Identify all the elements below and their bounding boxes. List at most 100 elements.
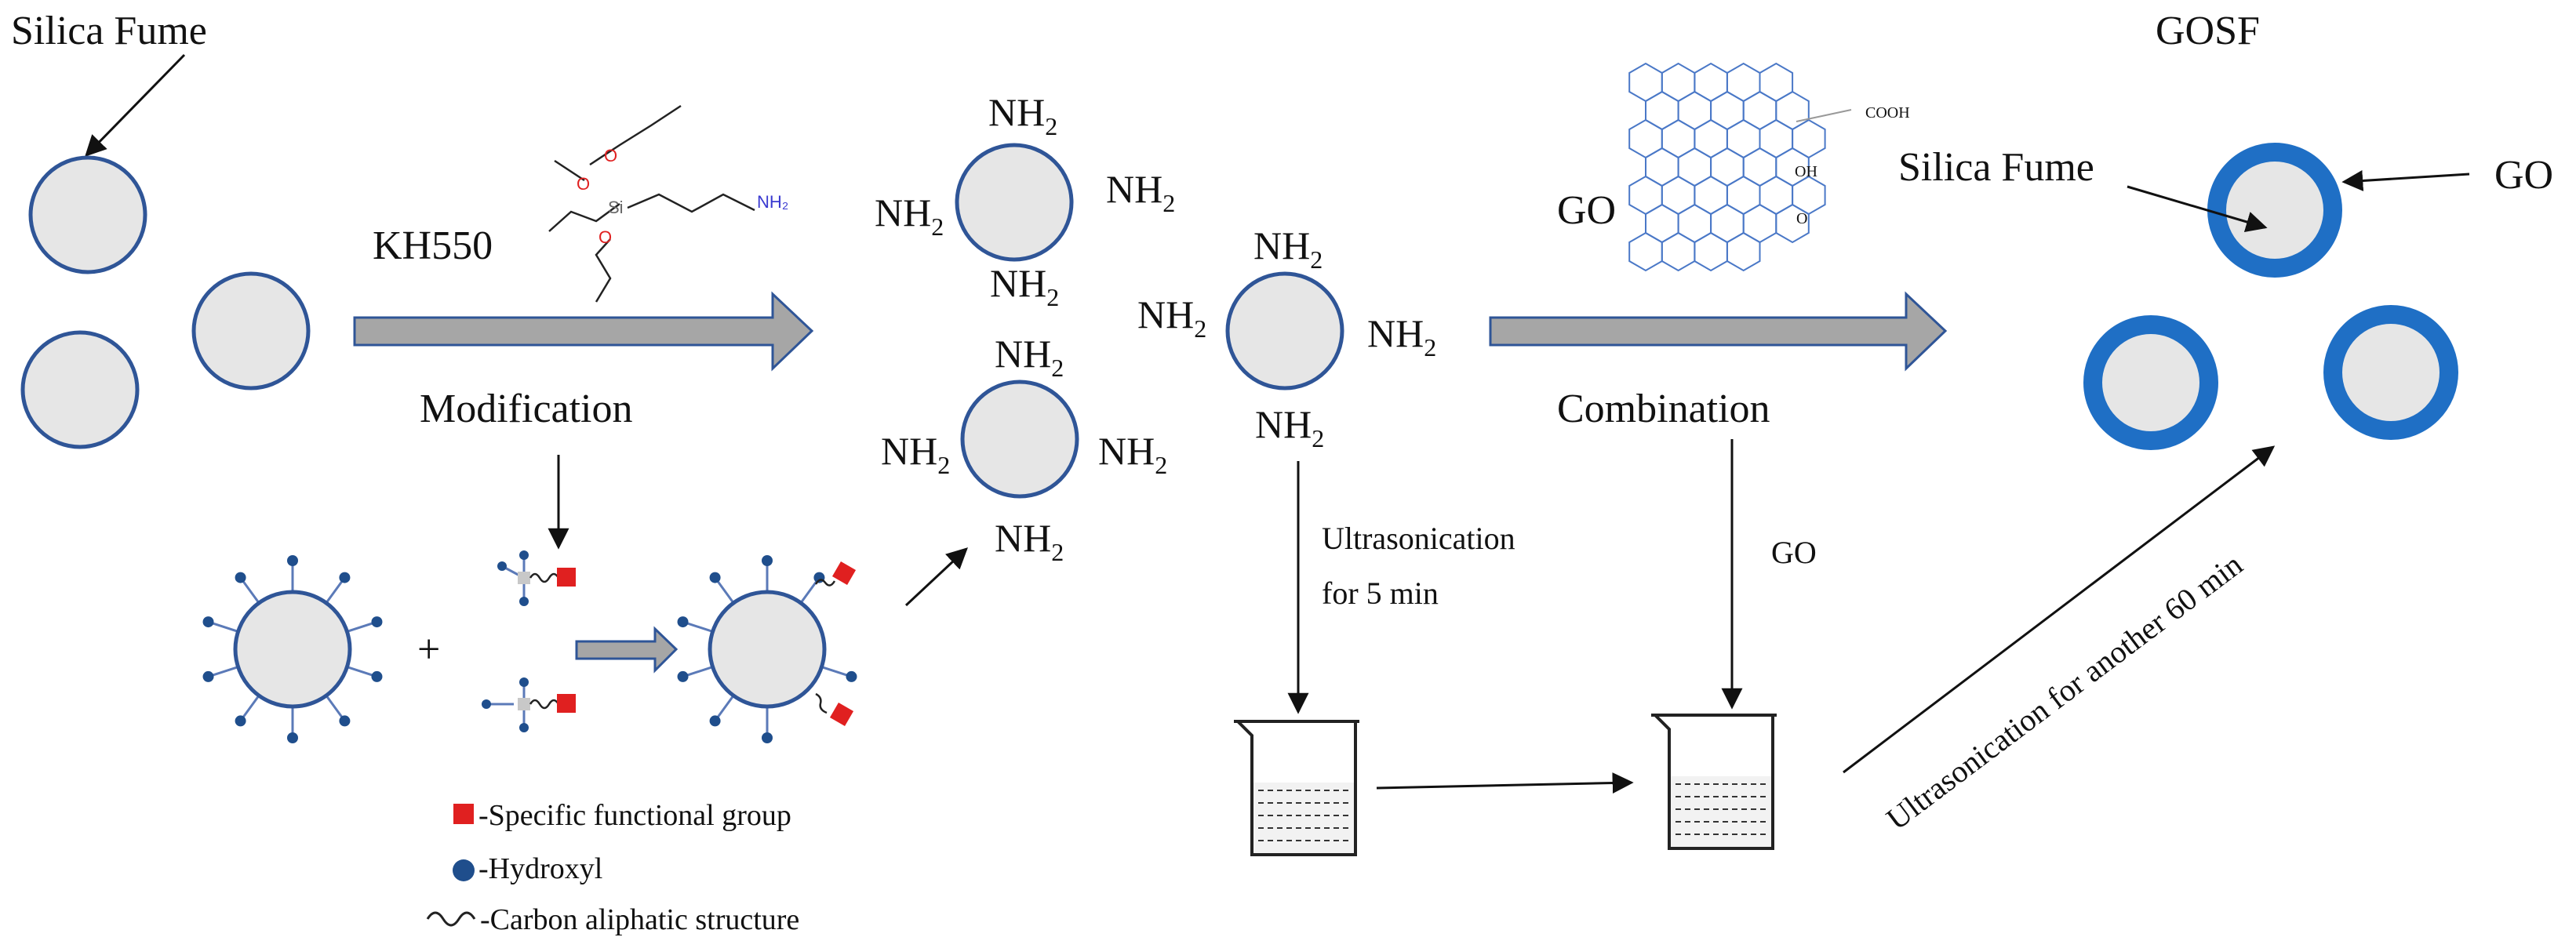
go-hexagon xyxy=(1628,231,1663,272)
hydroxyl-dot xyxy=(371,616,383,628)
go-hexagon xyxy=(1742,203,1777,244)
go-hexagon xyxy=(1775,90,1810,131)
particle-core xyxy=(708,590,827,709)
ultrasonication-5min-line2: for 5 min xyxy=(1322,576,1439,611)
epoxy-o-label: O xyxy=(1796,210,1807,227)
go-hexagon xyxy=(1742,90,1777,131)
silica-core-pointer-arrow xyxy=(2127,185,2268,233)
beaker-1 xyxy=(1234,720,1359,856)
go-hexagon xyxy=(1645,147,1679,187)
go-hexagon xyxy=(1661,62,1696,103)
go-hexagon xyxy=(1645,203,1679,244)
go-hexagon xyxy=(1710,203,1745,244)
modification-block-arrow xyxy=(353,291,814,372)
go-shell-label: GO xyxy=(2494,153,2553,198)
gosf-particle-3 xyxy=(2323,305,2458,440)
legend-functional-group-text: -Specific functional group xyxy=(478,799,791,832)
ultrasonication-60min-label: Ultrasonication for another 60 min xyxy=(1879,547,2249,837)
go-addition-label: GO xyxy=(1771,535,1817,570)
beaker-2 xyxy=(1651,714,1777,850)
go-hexagon xyxy=(1677,147,1712,187)
cooh-bond xyxy=(1796,109,1852,122)
hydroxyl-dot xyxy=(762,732,773,743)
silica-particle-3 xyxy=(20,330,140,449)
hydroxyl-dot xyxy=(709,715,721,727)
ultrasonication-60min-arrow xyxy=(1843,445,2276,774)
nh2-label-7: NH2 xyxy=(1367,311,1436,361)
nh2-label-10: NH2 xyxy=(881,429,950,479)
hydroxyl-dot xyxy=(235,572,246,583)
nh2-label-1: NH2 xyxy=(988,90,1057,140)
go-hexagon xyxy=(1628,118,1663,159)
hydroxyl-dot xyxy=(287,732,298,743)
go-hexagon xyxy=(1661,118,1696,159)
hydroxyl-dot xyxy=(235,715,246,727)
nh2-label-5: NH2 xyxy=(1253,223,1323,274)
reaction-small-block-arrow xyxy=(575,626,679,674)
gosf-particle-2 xyxy=(2083,315,2218,450)
go-hexagon xyxy=(1726,175,1761,216)
go-hexagon xyxy=(1694,118,1728,159)
legend-hydroxyl-text: -Hydroxyl xyxy=(478,852,602,885)
modified-particle xyxy=(677,555,857,743)
hydroxyl-dot xyxy=(846,670,857,682)
silica-particle-2 xyxy=(191,271,311,390)
legend-aliphatic-text: -Carbon aliphatic structure xyxy=(480,903,799,936)
legend-wave-marker xyxy=(426,911,476,927)
amine-particle-2 xyxy=(960,380,1079,499)
go-shell-pointer-arrow xyxy=(2341,170,2470,191)
nh2-label-12: NH2 xyxy=(995,516,1064,566)
go-hexagon xyxy=(1694,175,1728,216)
go-hexagon xyxy=(1742,147,1777,187)
go-hexagon xyxy=(1661,231,1696,272)
gosf-particle-1 xyxy=(2207,143,2342,278)
kh550-molecule xyxy=(548,104,755,303)
go-hexagon xyxy=(1645,90,1679,131)
go-hexagon xyxy=(1759,118,1794,159)
cooh-label: COOH xyxy=(1865,104,1910,122)
ultrasonication-5min-line1: Ultrasonication xyxy=(1322,521,1515,556)
nh2-label-11: NH2 xyxy=(1098,429,1167,479)
legend-hydroxyl-marker xyxy=(453,859,475,881)
oh-label: OH xyxy=(1795,163,1817,180)
hydroxyl-dot xyxy=(677,616,689,628)
go-hexagon xyxy=(1775,203,1810,244)
go-hexagon xyxy=(1759,175,1794,216)
silane-molecule-bottom xyxy=(482,677,576,732)
hydroxyl-dot xyxy=(762,555,773,566)
go-hexagon xyxy=(1710,90,1745,131)
kh550-oxygen-1: O xyxy=(577,174,590,194)
go-hexagon xyxy=(1759,62,1794,103)
go-hexagon xyxy=(1628,175,1663,216)
go-hexagon xyxy=(1726,62,1761,103)
silica-fume-label: Silica Fume xyxy=(11,9,207,53)
hydroxylated-particle xyxy=(202,555,383,743)
go-hexagon xyxy=(1726,231,1761,272)
kh550-amine: NH₂ xyxy=(757,192,788,212)
nh2-label-9: NH2 xyxy=(995,332,1064,382)
combination-block-arrow xyxy=(1489,291,1948,372)
kh550-label: KH550 xyxy=(373,223,493,268)
hydroxyl-dot xyxy=(287,555,298,566)
grafted-group-bottom xyxy=(815,692,854,727)
particle-core xyxy=(233,590,352,709)
nh2-label-6: NH2 xyxy=(1137,292,1206,343)
combination-label: Combination xyxy=(1557,387,1770,431)
hydroxyl-dot xyxy=(339,715,351,727)
silica-fume-core-label: Silica Fume xyxy=(1898,145,2094,190)
silica-fume-pointer-arrow xyxy=(85,53,186,157)
kh550-silicon: Si xyxy=(608,198,624,217)
modification-label: Modification xyxy=(420,387,633,431)
kh550-oxygen-3: O xyxy=(599,227,612,247)
nh2-label-3: NH2 xyxy=(1106,167,1175,217)
amine-particle-1 xyxy=(955,143,1074,262)
go-hexagon xyxy=(1792,175,1826,216)
go-sheet-honeycomb xyxy=(1628,62,1826,272)
go-hexagon xyxy=(1677,90,1712,131)
legend-functional-group-marker xyxy=(453,804,474,824)
silane-molecule-top xyxy=(497,550,576,606)
hydroxyl-dot xyxy=(339,572,351,583)
go-hexagon xyxy=(1628,62,1663,103)
